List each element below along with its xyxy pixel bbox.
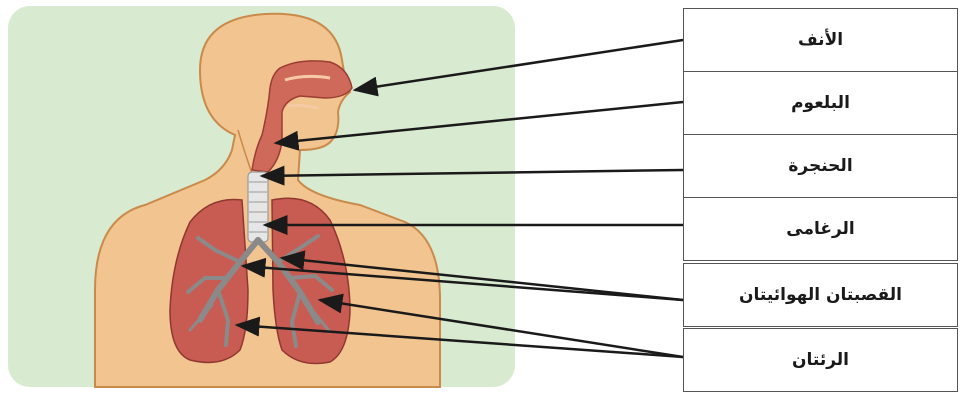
label-pharynx: البلعوم: [683, 71, 958, 135]
label-column: الأنف البلعوم الحنجرة الرغامى القصبتان ا…: [683, 0, 960, 397]
label-larynx: الحنجرة: [683, 134, 958, 198]
label-trachea: الرغامى: [683, 197, 958, 261]
label-nose: الأنف: [683, 8, 958, 72]
label-lungs: الرئتان: [683, 328, 958, 392]
trachea-shape: [248, 172, 268, 242]
label-bronchi: القصبتان الهوائيتان: [683, 263, 958, 327]
